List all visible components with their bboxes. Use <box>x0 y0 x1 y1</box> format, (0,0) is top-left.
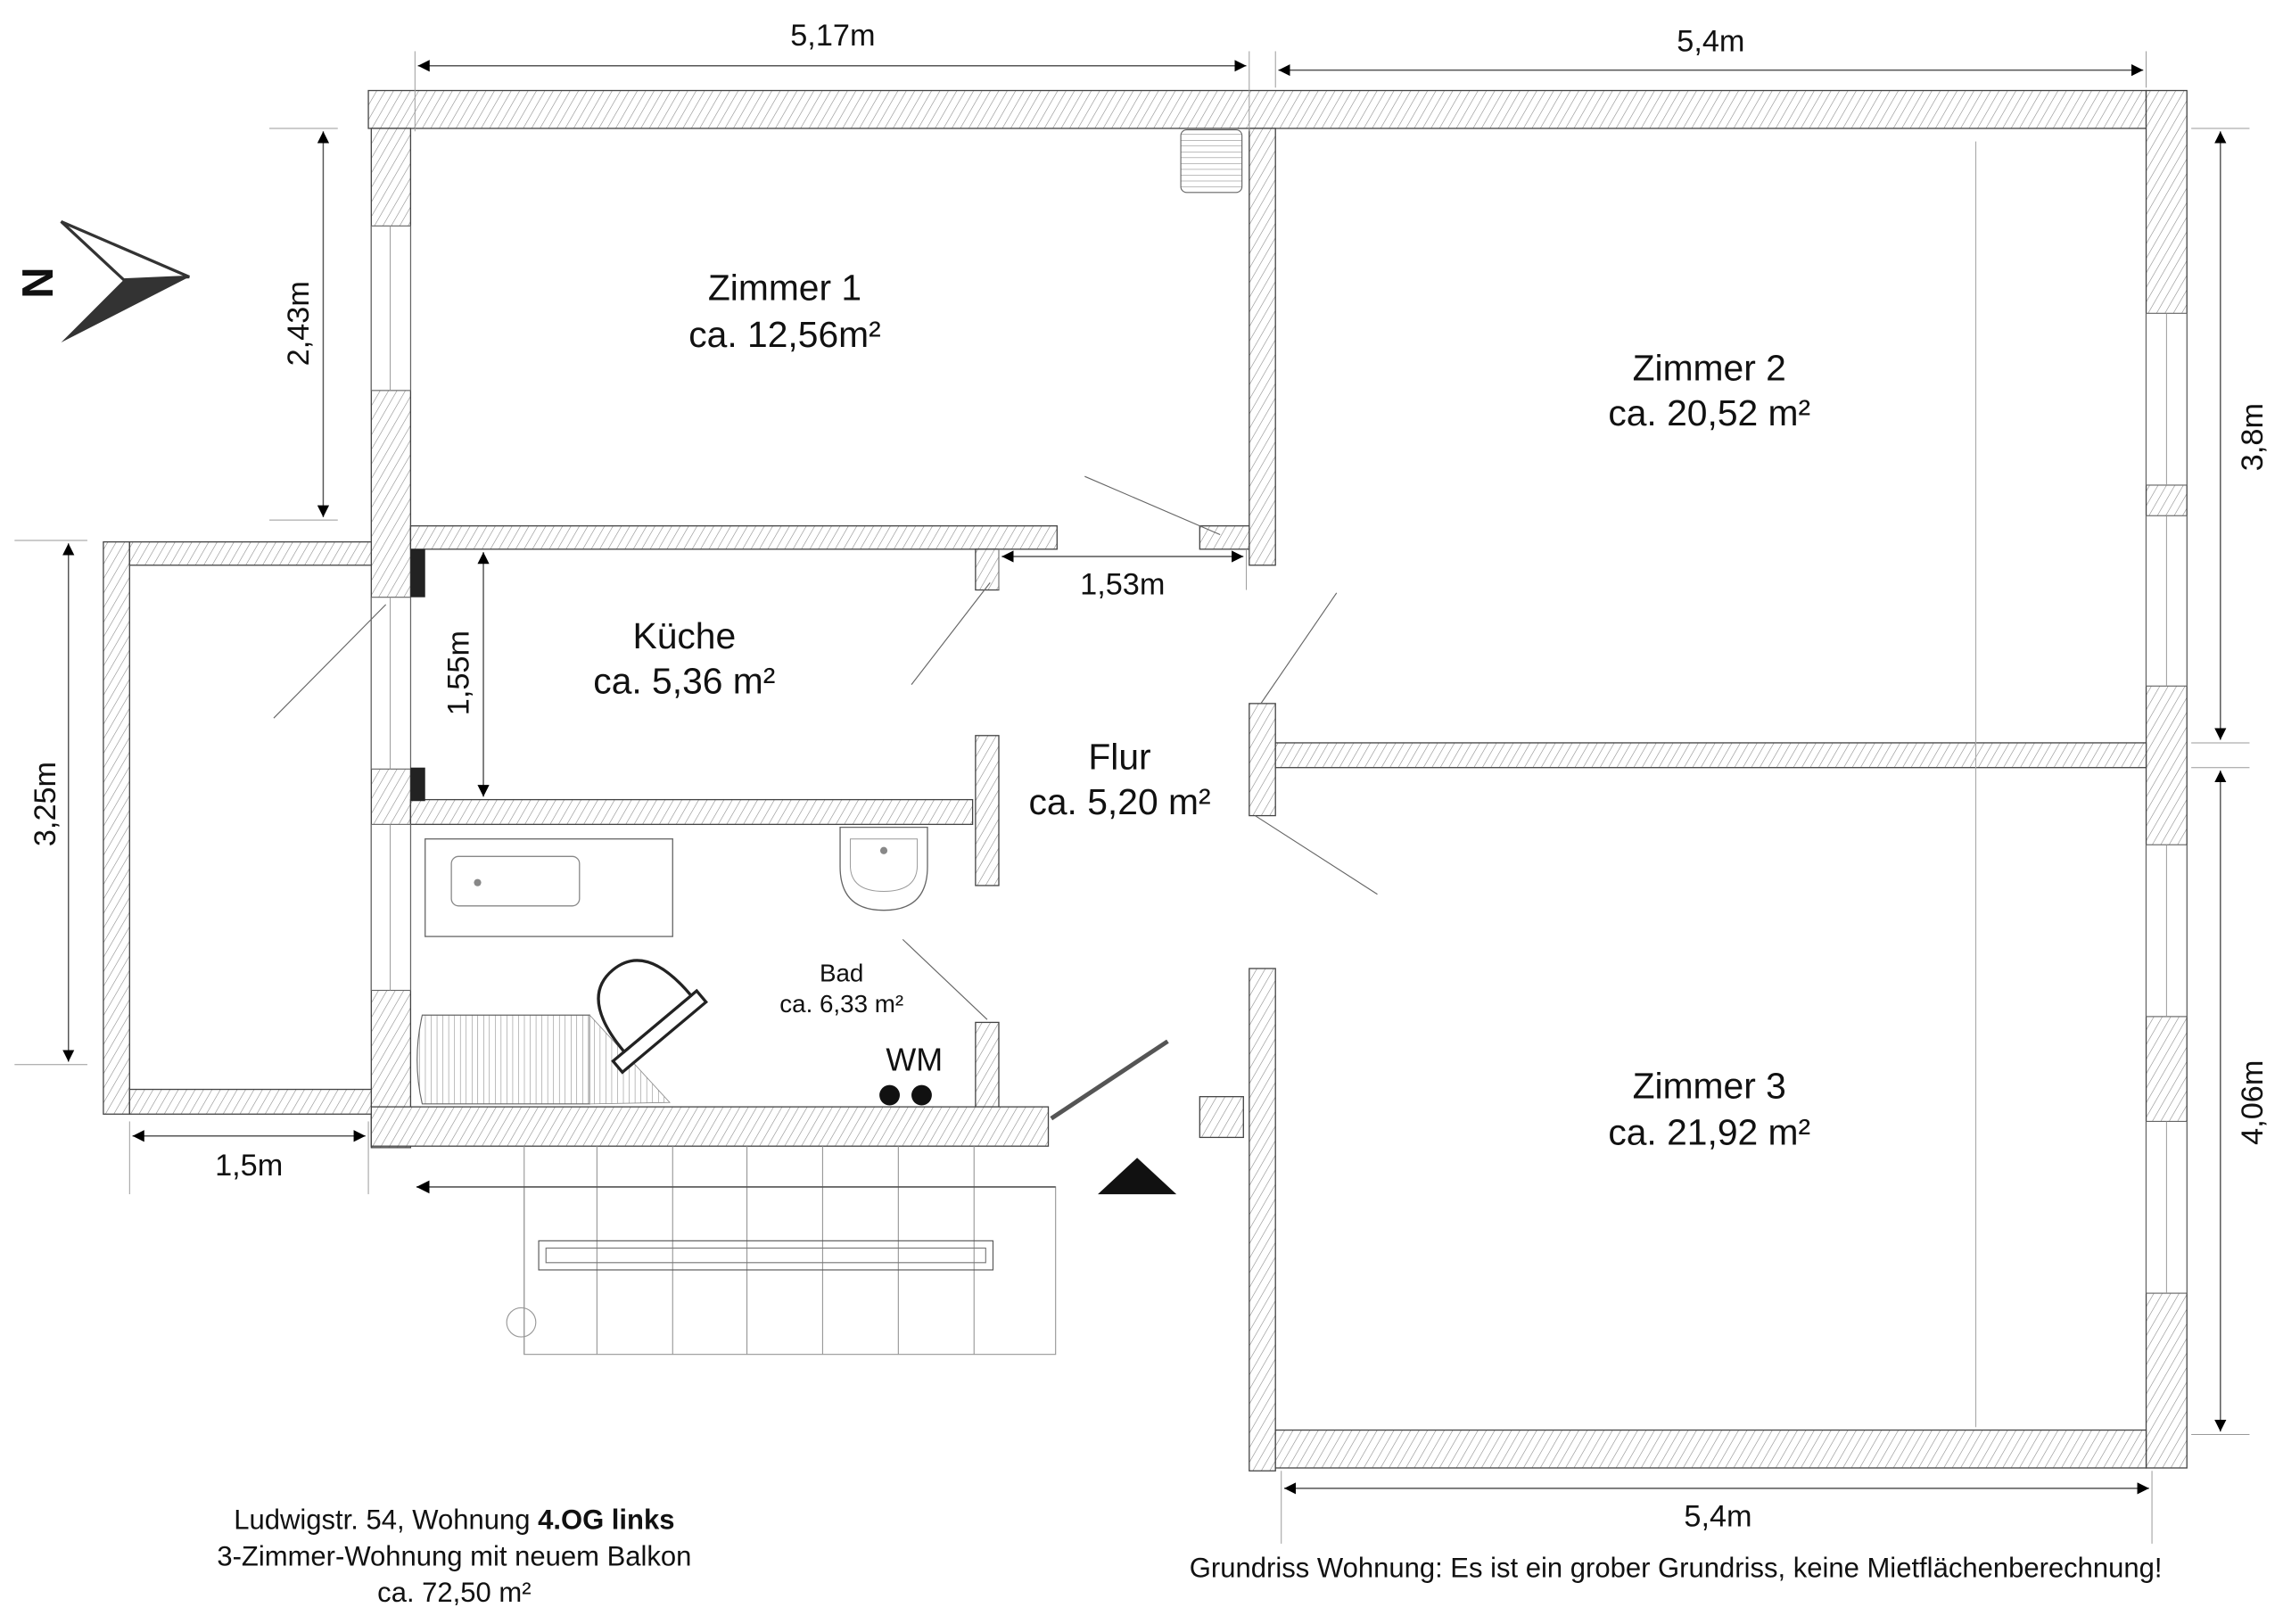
info-address: Ludwigstr. 54, Wohnung 4.OG links <box>234 1504 674 1536</box>
room-zimmer1-name: Zimmer 1 <box>708 268 861 309</box>
dim-top-right: 5,4m <box>1677 24 1744 58</box>
dim-door-width: 1,53m <box>1080 567 1165 601</box>
north-arrow-icon: N <box>14 219 190 342</box>
room-zimmer2-name: Zimmer 2 <box>1633 347 1786 388</box>
room-zimmer1-area: ca. 12,56m² <box>688 314 880 355</box>
pillar-dark-bottom <box>410 767 425 802</box>
dim-right-upper: 3,8m <box>2236 403 2270 471</box>
dim-kueche-height: 1,55m <box>442 631 476 715</box>
room-zimmer2-area: ca. 20,52 m² <box>1608 392 1810 433</box>
dim-balcony-width: 1,5m <box>215 1149 283 1183</box>
room-bad-name: Bad <box>820 960 863 987</box>
dim-balcony-height: 3,25m <box>29 762 62 846</box>
disclaimer: Grundriss Wohnung: Es ist ein grober Gru… <box>1190 1552 2163 1583</box>
room-kueche-name: Küche <box>633 615 737 656</box>
room-flur-area: ca. 5,20 m² <box>1028 781 1210 822</box>
dim-right-lower: 4,06m <box>2236 1060 2270 1145</box>
washing-machine-connector-icon <box>911 1084 932 1106</box>
info-total-area: ca. 72,50 m² <box>377 1577 531 1608</box>
dim-bottom-right: 5,4m <box>1684 1499 1751 1533</box>
washing-machine-connector-icon <box>879 1084 900 1106</box>
dimension-lines <box>14 51 2250 1544</box>
pillar-dark-top <box>410 548 425 598</box>
staircase <box>506 1146 1057 1356</box>
room-zimmer3-name: Zimmer 3 <box>1633 1065 1786 1106</box>
sink-icon <box>839 826 928 911</box>
room-flur-name: Flur <box>1088 736 1150 777</box>
windows <box>370 225 2188 1294</box>
bathtub-icon <box>424 838 673 937</box>
radiator-icon <box>1180 129 1243 194</box>
toilet-icon <box>597 959 708 1075</box>
dim-top-left: 5,17m <box>790 19 875 53</box>
dim-left-upper: 2,43m <box>282 281 316 366</box>
room-bad-area: ca. 6,33 m² <box>779 990 903 1018</box>
svg-text:N: N <box>14 267 62 298</box>
wm-label: WM <box>886 1041 943 1077</box>
door-swings <box>273 475 1378 1121</box>
info-description: 3-Zimmer-Wohnung mit neuem Balkon <box>217 1540 691 1571</box>
room-zimmer3-area: ca. 21,92 m² <box>1608 1112 1810 1153</box>
entrance-triangle-icon <box>1098 1158 1177 1195</box>
room-kueche-area: ca. 5,36 m² <box>593 660 775 701</box>
